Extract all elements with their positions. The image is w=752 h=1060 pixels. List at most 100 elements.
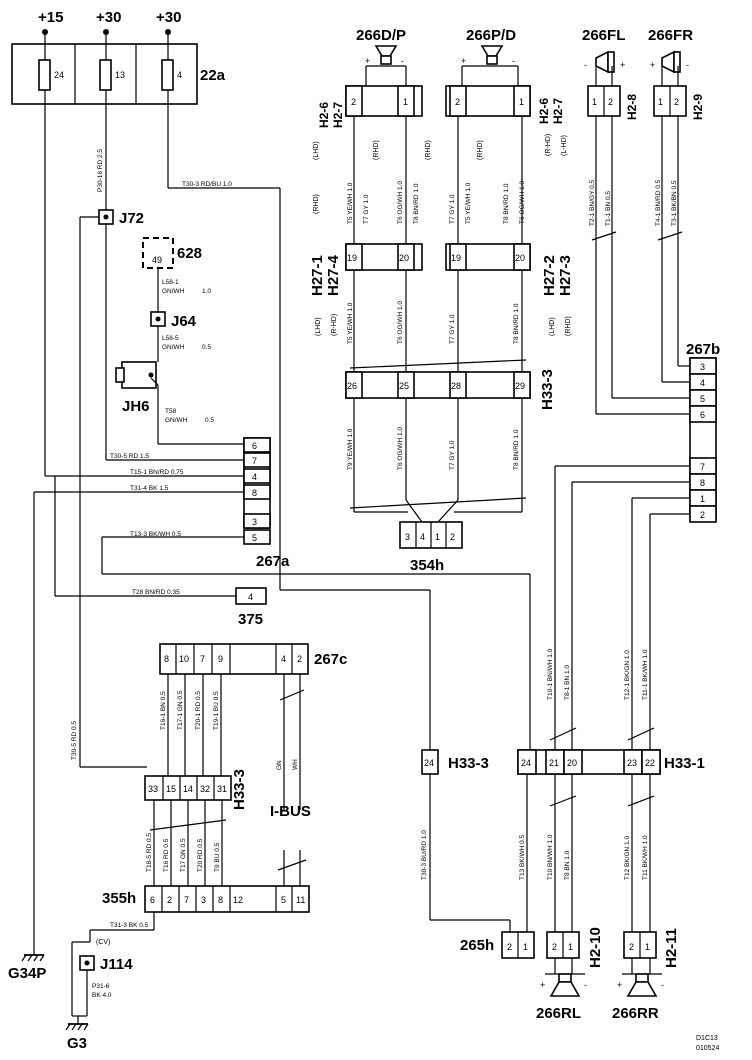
wire-label: T30-3 BU/RD 1.0 — [421, 830, 428, 880]
speaker-label: 266RL — [536, 1005, 581, 1022]
junction-j64: J64 — [150, 311, 197, 330]
conn-label: H33-3 — [448, 755, 489, 772]
wire-label: T9 YE/WH 1.0 — [347, 428, 354, 470]
wire-label: GN/WH — [165, 417, 188, 424]
wire-label: T18-5 RD 0.5 — [146, 833, 153, 872]
conn-label: H2-8 — [625, 94, 639, 120]
c628-label: 628 — [177, 245, 202, 262]
variant-label: (RHD) — [373, 140, 380, 160]
connector-h2-11: 2 1 H2-11 — [623, 928, 680, 968]
wire-label: WH — [292, 759, 299, 770]
wire-label: GN/WH — [162, 288, 185, 295]
wire-label: T8 BN/RD 1.0 — [413, 183, 420, 224]
c267a-label: 267a — [256, 553, 290, 570]
connector-h27-a: 19 20 H27-1 H27-4 — [309, 243, 423, 296]
pin-label: 2 — [167, 895, 172, 905]
pin-label: 2 — [507, 942, 512, 952]
junction-j114: J114 — [79, 955, 133, 973]
pin-label: 19 — [451, 253, 461, 263]
c265h-label: 265h — [460, 937, 494, 954]
connector-h33-3-single: 24 H33-3 — [421, 749, 489, 775]
wire-label: 1.0 — [202, 288, 211, 295]
pin-label: 26 — [347, 381, 357, 391]
jh6-label: JH6 — [122, 398, 150, 415]
pin-label: 1 — [700, 494, 705, 504]
c354h-label: 354h — [410, 557, 444, 574]
pin-label: 8 — [164, 654, 169, 664]
c267b-label: 267b — [686, 341, 720, 358]
j72-label: J72 — [119, 210, 144, 227]
wire-label: T13-3 BK/WH 0.5 — [130, 531, 181, 538]
fusebox-22a: 24 13 4 22a — [11, 43, 226, 105]
pin-label: 31 — [217, 784, 227, 794]
pin-label: 19 — [347, 253, 357, 263]
connector-265h: 2 1 265h — [460, 931, 535, 959]
pin-label: 4 — [420, 532, 425, 542]
wire-label: T16-1 BN 0.5 — [160, 691, 167, 730]
variant-label: (RHD) — [313, 194, 320, 214]
ground-g3: G3 — [65, 1016, 89, 1052]
g3-label: G3 — [67, 1035, 87, 1052]
wire-label: T30-5 RD 0.5 — [71, 721, 78, 760]
wire-label: T20-1 RD 0.5 — [195, 691, 202, 730]
conn-label: H33-1 — [664, 755, 705, 772]
svg-text:-: - — [584, 980, 587, 990]
svg-text:-: - — [584, 60, 587, 70]
svg-text:+: + — [540, 980, 545, 990]
speaker-label: 266FL — [582, 27, 625, 44]
wire-label: T2-1 BN/GY 0.5 — [589, 179, 596, 226]
wire-label: T15-1 BN/RD 0.75 — [130, 469, 184, 476]
wire-label: T11-1 BK/WH 1.0 — [642, 649, 649, 700]
pin-label: 6 — [252, 441, 257, 451]
connector-h33-3-mid: 33 15 14 32 31 H33-3 — [144, 769, 248, 810]
pin-label: 14 — [183, 784, 193, 794]
connector-h2-9: 1 2 H2-9 — [653, 85, 705, 120]
pin-label: 1 — [645, 942, 650, 952]
variant-label: (LHD) — [549, 317, 556, 336]
supply-plus30-label-1: +30 — [96, 9, 121, 26]
pin-label: 4 — [252, 472, 257, 482]
pin-label: 22 — [645, 758, 655, 768]
connector-354h: 3 4 1 2 354h — [399, 521, 463, 574]
fuse-label: 4 — [177, 70, 182, 80]
conn-label: H2-6 — [317, 102, 331, 128]
pin-label: 28 — [451, 381, 461, 391]
wire-label: T20 RD 0.5 — [197, 838, 204, 872]
speaker-label: 266RR — [612, 1005, 659, 1022]
junction-jh6: JH6 — [115, 361, 157, 415]
conn-label: H33-3 — [539, 369, 556, 410]
svg-text:+: + — [620, 60, 625, 70]
pin-label: 5 — [700, 394, 705, 404]
pin-label: 32 — [200, 784, 210, 794]
conn-label: H2-11 — [663, 928, 680, 968]
fuse-label: 13 — [115, 70, 125, 80]
wire-label: T7 GY 1.0 — [449, 194, 456, 224]
svg-text:+: + — [365, 56, 370, 66]
pin-label: 1 — [519, 97, 524, 107]
pin-label: 10 — [179, 654, 189, 664]
supply-plus30-label-2: +30 — [156, 9, 181, 26]
pin-label: 24 — [521, 758, 531, 768]
pin-label: 12 — [233, 895, 243, 905]
wire-label: T8 BN/RD 1.0 — [513, 429, 520, 470]
conn-label: H27-2 — [541, 255, 558, 296]
speaker-266pd: 266P/D +- — [461, 27, 518, 67]
wire-label: L58-5 — [162, 335, 179, 342]
connector-267a: 6 7 4 8 3 5 267a — [243, 437, 290, 570]
connector-h27-b: 19 20 H27-2 H27-3 — [445, 243, 574, 296]
wire-label: T1-1 BN 0.5 — [605, 191, 612, 226]
wire-label: T8 BN/RD 1.0 — [503, 183, 510, 224]
variant-label: (RHD) — [565, 316, 572, 336]
pin-label: 2 — [351, 97, 356, 107]
pin-label: 1 — [435, 532, 440, 542]
svg-text:-: - — [401, 56, 404, 66]
pin-label: 21 — [549, 758, 559, 768]
wire-label: T7 GY 1.0 — [449, 314, 456, 344]
conn-label: H2-10 — [587, 927, 604, 968]
wire-label: T5 YE/WH 1.0 — [347, 302, 354, 344]
connector-375: 4 375 — [235, 587, 267, 628]
wire-label: T17 GN 0.5 — [180, 838, 187, 872]
variant-label: (RHD) — [477, 140, 484, 160]
pin-label: 15 — [166, 784, 176, 794]
variant-label: (L-HD) — [561, 135, 568, 156]
